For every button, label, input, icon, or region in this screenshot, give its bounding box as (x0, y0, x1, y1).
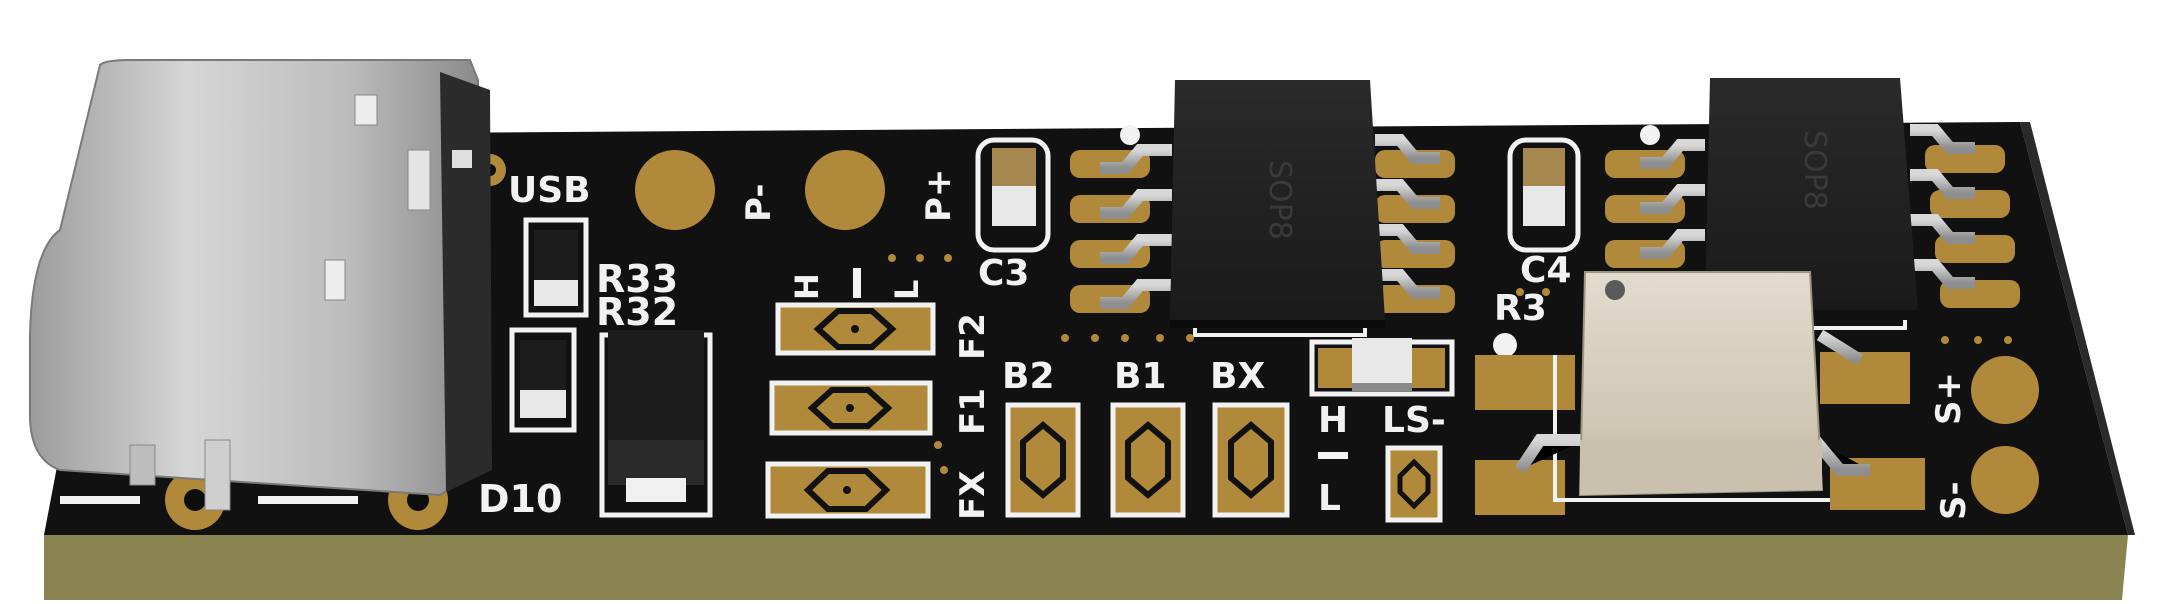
capacitor-c3 (975, 137, 1051, 253)
silk-dot-r3 (1493, 333, 1517, 357)
pcb-bevel (2020, 122, 2135, 535)
pad-s-minus (1971, 446, 2039, 514)
diode-d10 (599, 330, 713, 518)
label-f1: F1 (953, 388, 993, 435)
label-bx: BX (1210, 356, 1265, 397)
label-h-top: H (788, 273, 826, 300)
resistor-r32 (509, 327, 577, 433)
sense-resistor (1309, 338, 1455, 397)
label-b2: B2 (1002, 356, 1055, 397)
jumper-f2 (775, 302, 936, 356)
silk-dash-mid (1318, 452, 1348, 459)
ic1-marking: SOP8 (1262, 160, 1297, 240)
ic2-sop8: SOP8 (1605, 78, 2020, 330)
jumper-f1 (769, 380, 933, 436)
label-fx: FX (953, 471, 993, 520)
resistor-r33 (523, 217, 589, 318)
ic2-pins (1640, 124, 1975, 289)
inductor (1475, 271, 1925, 515)
jumper-bx (1212, 402, 1290, 518)
label-l-top: L (888, 280, 926, 300)
label-usb: USB (508, 170, 591, 211)
pad-p-minus (635, 150, 715, 230)
jumper-fx (765, 461, 931, 519)
ic1-pins (1100, 134, 1440, 309)
vias (888, 254, 2012, 474)
label-f2: F2 (953, 313, 993, 360)
label-ls: LS- (1382, 400, 1446, 441)
ic2-marking: SOP8 (1797, 130, 1832, 210)
label-d10: D10 (478, 477, 562, 521)
label-b1: B1 (1114, 356, 1167, 397)
label-h-mid: H (1318, 400, 1348, 441)
pad-p-plus (805, 150, 885, 230)
jumper-b1 (1110, 402, 1186, 518)
usb-c-connector (29, 59, 492, 511)
label-p-plus: P+ (919, 169, 959, 222)
jumper-ls (1385, 445, 1443, 523)
label-p-minus: P- (739, 184, 779, 222)
label-r32: R32 (596, 290, 678, 334)
label-r33: R33 (596, 257, 678, 301)
pad-s-plus (1971, 356, 2039, 424)
jumper-b2 (1005, 402, 1081, 518)
capacitor-c4 (1507, 137, 1581, 253)
pcb-edge (44, 535, 2128, 600)
silk-dash-top (853, 268, 861, 298)
label-l-mid: L (1318, 478, 1341, 519)
label-c3: C3 (978, 253, 1029, 294)
label-s-minus: S- (1934, 481, 1974, 520)
ic1-sop8: SOP8 (1070, 80, 1455, 337)
label-c4: C4 (1520, 250, 1571, 291)
label-s-plus: S+ (1929, 372, 1969, 425)
